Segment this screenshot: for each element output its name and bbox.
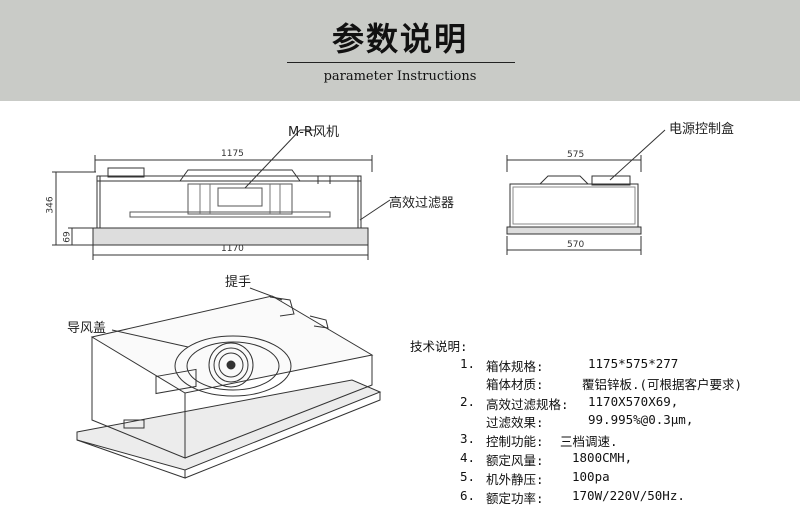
page-title: 参数说明 <box>331 20 468 58</box>
spec-number: 1. <box>460 356 476 371</box>
handle-label: 提手 <box>225 275 252 290</box>
spec-label: 机外静压: <box>486 472 544 487</box>
spec-label: 箱体规格: <box>486 359 544 374</box>
spec-value: 100pa <box>572 469 610 484</box>
spec-value: 170W/220V/50Hz. <box>572 488 685 503</box>
spec-value: 1170X570X69, <box>588 394 679 409</box>
dim-height-filter: 69 <box>62 231 73 243</box>
spec-label: 高效过滤规格: <box>486 397 569 412</box>
specs-heading: 技术说明: <box>410 339 468 354</box>
isometric-view-drawing <box>76 287 382 479</box>
spec-label: 过滤效果: <box>486 415 544 430</box>
spec-label: 额定风量: <box>486 453 544 468</box>
dim-side-top-width: 575 <box>567 150 585 160</box>
hepa-filter-label: 高效过滤器 <box>389 196 455 211</box>
fan-label: M-R风机 <box>288 125 339 140</box>
spec-number: 6. <box>460 488 476 503</box>
spec-value: 1800CMH, <box>572 450 633 465</box>
page-subtitle: parameter Instructions <box>323 69 477 84</box>
control-box-label: 电源控制盒 <box>669 122 735 137</box>
spec-value: 99.995%@0.3μm, <box>588 412 694 427</box>
dim-front-bottom-width: 1170 <box>221 244 244 254</box>
technical-drawing <box>52 129 666 479</box>
dim-side-bottom-width: 570 <box>567 240 585 250</box>
spec-value: 三档调速. <box>560 434 618 449</box>
dim-height-total: 346 <box>45 196 56 214</box>
header-band: 参数说明 parameter Instructions <box>0 0 800 101</box>
spec-number: 3. <box>460 431 476 446</box>
side-view-drawing <box>506 129 666 255</box>
spec-value: 1175*575*277 <box>588 356 679 371</box>
spec-label: 控制功能: <box>486 434 544 449</box>
spec-number: 5. <box>460 469 476 484</box>
spec-value: 覆铝锌板.(可根据客户要求) <box>582 377 743 392</box>
title-divider <box>287 62 515 63</box>
air-guide-cover-label: 导风盖 <box>67 321 107 336</box>
dim-front-top-width: 1175 <box>221 149 244 159</box>
spec-number: 4. <box>460 450 476 465</box>
spec-label: 额定功率: <box>486 491 544 506</box>
spec-label: 箱体材质: <box>486 377 544 392</box>
spec-number: 2. <box>460 394 476 409</box>
front-view-drawing <box>52 129 391 260</box>
